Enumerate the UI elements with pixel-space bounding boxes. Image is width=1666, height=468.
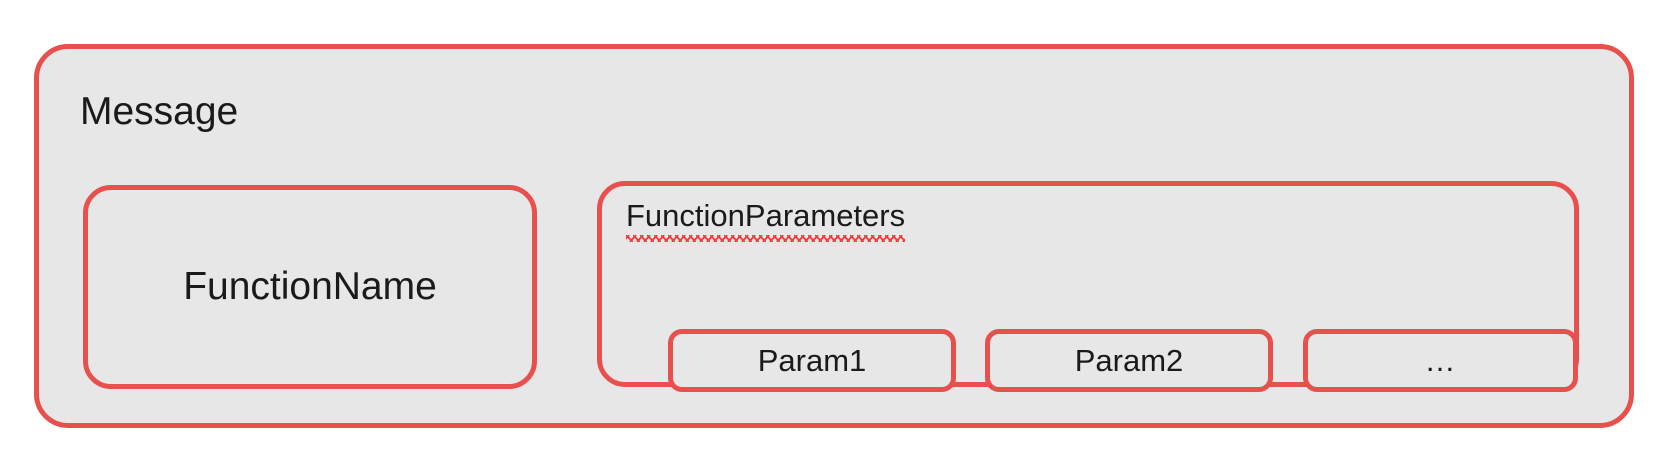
param-box-1: Param1 <box>668 329 956 392</box>
param-box-ellipsis: … <box>1303 329 1578 392</box>
message-label: Message <box>80 90 239 133</box>
param-label-ellipsis: … <box>1424 342 1457 378</box>
param-label-2: Param2 <box>1074 342 1184 378</box>
function-parameters-label: FunctionParameters <box>626 198 906 233</box>
param-label-1: Param1 <box>757 342 867 378</box>
function-name-box: FunctionName <box>83 185 537 389</box>
param-box-2: Param2 <box>985 329 1273 392</box>
function-name-label: FunctionName <box>183 265 437 308</box>
function-parameters-label-wrap: FunctionParameters <box>626 198 906 242</box>
function-parameters-box: FunctionParameters Param1 Param2 … <box>597 181 1579 392</box>
parameter-list: Param1 Param2 … <box>602 186 1578 392</box>
message-container: Message FunctionName FunctionParameters … <box>34 44 1634 428</box>
spellcheck-squiggle-underline <box>626 235 906 242</box>
